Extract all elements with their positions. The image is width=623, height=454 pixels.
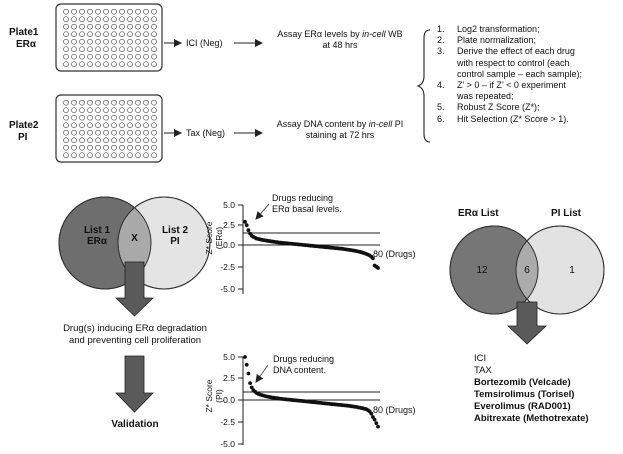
chart1-ytick--5: -5.0 xyxy=(220,284,235,294)
chart2-point xyxy=(369,411,374,416)
chart1-ytick-0: 0.0 xyxy=(223,240,235,250)
chart2-ytick--5: -5.0 xyxy=(220,439,235,449)
plate1-assay: Assay ERα levels by in-cell WB at 48 hrs xyxy=(277,29,403,50)
venn-left-intersection: X xyxy=(131,233,138,244)
venn-right-list1-label: ERα List xyxy=(458,208,499,219)
plate1-name: Plate1 xyxy=(9,27,39,38)
chart1 xyxy=(238,203,380,294)
chart2-point xyxy=(376,424,380,429)
plate2-control: Tax (Neg) xyxy=(186,128,226,138)
chart2-point xyxy=(249,385,254,390)
chart2-ytick-0: 0.0 xyxy=(223,395,235,405)
hit-item: Abitrexate (Methotrexate) xyxy=(474,413,589,424)
venn-right-list2-label: PI List xyxy=(551,208,582,219)
validation-label: Validation xyxy=(111,419,159,430)
chart2 xyxy=(238,355,380,445)
plate2-assay: Assay DNA content by in-cell PI staining… xyxy=(276,119,404,140)
chart2-point xyxy=(248,381,253,385)
venn-right-only-era: 12 xyxy=(476,265,488,276)
chart1-point xyxy=(376,266,380,270)
hit-item: Bortezomib (Velcade) xyxy=(474,377,571,388)
chart1-points xyxy=(243,219,380,270)
chart2-annotation-arrow xyxy=(255,364,269,383)
brace xyxy=(416,29,431,143)
step-2: 2.Plate normalization; xyxy=(437,35,537,46)
hit-item: Everolimus (RAD001) xyxy=(474,401,571,412)
chart1-point xyxy=(371,256,375,261)
step-6: 6.Hit Selection (Z* Score > 1). xyxy=(437,113,569,124)
chart2-point xyxy=(372,417,377,422)
plate2-name: Plate2 xyxy=(9,120,39,131)
venn-right xyxy=(449,225,605,315)
plate1-control: ICI (Neg) xyxy=(186,38,223,48)
chart1-annotation-arrow xyxy=(255,203,270,220)
plate2-marker: PI xyxy=(18,132,28,143)
venn-right-only-pi: 1 xyxy=(569,265,575,276)
chart1-ytick--2.5: -2.5 xyxy=(220,262,235,272)
venn-right-intersection: 6 xyxy=(524,265,530,276)
chart2-point xyxy=(243,355,247,359)
chart2-ytick--2.5: -2.5 xyxy=(220,417,235,427)
chart1-ytick-5: 5.0 xyxy=(223,200,235,210)
hit-item: Temsirolimus (Torisel) xyxy=(474,389,575,400)
chart2-point xyxy=(374,421,379,425)
chart1-point xyxy=(244,223,249,228)
step-1: 1.Log2 transformation; xyxy=(437,24,540,34)
analysis-steps: 1.Log2 transformation; 2.Plate normaliza… xyxy=(437,24,619,125)
chart1-point xyxy=(243,219,247,224)
chart2-point xyxy=(246,371,251,376)
plate2-image xyxy=(55,94,163,163)
chart2-points xyxy=(243,355,380,429)
hit-item: TAX xyxy=(474,365,492,376)
step-5: 5.Robust Z Score (Z*); xyxy=(437,102,540,113)
plate1-image xyxy=(55,3,163,72)
chart2-xlabel: 80 (Drugs) xyxy=(373,405,416,415)
chart1-ylabel: Z* Score(ERα) xyxy=(204,221,224,255)
hit-list: ICI TAX Bortezomib (Velcade) Temsirolimu… xyxy=(474,353,589,425)
arrow-venn-to-hits xyxy=(506,301,548,345)
chart1-xlabel: 80 (Drugs) xyxy=(373,249,416,259)
chart1-point xyxy=(246,228,251,233)
arrow-venn-to-outcome xyxy=(115,261,154,317)
chart2-ytick-5: 5.0 xyxy=(223,352,235,362)
hit-item: ICI xyxy=(474,353,487,364)
chart2-point xyxy=(244,362,249,367)
arrow-outcome-to-validation xyxy=(115,355,154,413)
plate1-marker: ERα xyxy=(16,39,37,50)
chart2-ytick-2.5: 2.5 xyxy=(223,373,235,383)
chart1-ytick-2.5: 2.5 xyxy=(223,220,235,230)
